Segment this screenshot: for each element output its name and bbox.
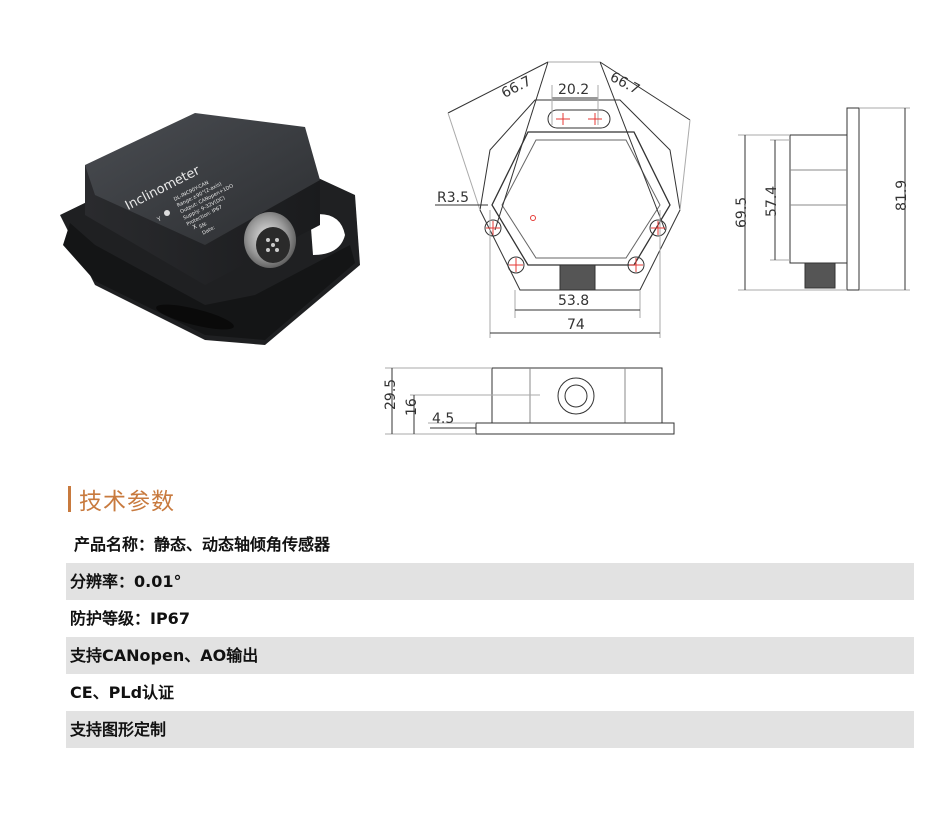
product-label-sn: SN: <box>198 221 209 230</box>
title-accent-bar <box>68 486 71 512</box>
dim-69-5: 69.5 <box>734 197 750 228</box>
axis-y-label: Y <box>155 215 163 224</box>
section-title-text: 技术参数 <box>79 489 175 515</box>
spec-row-customization: 支持图形定制 <box>66 711 914 748</box>
spec-row-product-name: 产品名称：静态、动态轴倾角传感器 <box>74 535 331 554</box>
dim-20-2: 20.2 <box>558 82 589 98</box>
section-title: 技术参数 <box>68 482 175 516</box>
dim-4-5: 4.5 <box>432 411 454 427</box>
axis-x-label: X <box>191 223 198 231</box>
spec-row-protection: 防护等级：IP67 <box>70 609 190 628</box>
dim-53-8: 53.8 <box>558 293 589 309</box>
spec-row-output: 支持CANopen、AO输出 <box>66 637 914 674</box>
dim-16: 16 <box>404 398 420 416</box>
spec-row-resolution: 分辨率：0.01° <box>66 563 914 600</box>
level-dot-icon <box>164 210 170 216</box>
dim-74: 74 <box>567 317 585 333</box>
front-view-plate <box>475 422 675 435</box>
dim-57-4: 57.4 <box>764 186 780 217</box>
dim-r3-5: R3.5 <box>437 190 469 206</box>
product-figure: Inclinometer DL-INC90Y-CAN Range:±90°(2-… <box>60 61 910 435</box>
dim-66-7-left: 66.7 <box>499 73 534 101</box>
dim-29-5: 29.5 <box>383 379 399 410</box>
dim-81-9: 81.9 <box>894 180 910 211</box>
top-view-hexagon <box>491 131 671 266</box>
product-label-date: Date: <box>201 225 216 237</box>
spec-row-certification: CE、PLd认证 <box>70 683 175 702</box>
side-view-body <box>789 134 848 264</box>
spec-list: 产品名称：静态、动态轴倾角传感器 分辨率：0.01° 防护等级：IP67 支持C… <box>66 526 914 748</box>
technical-drawing: 66.7 20.2 66.7 R3.5 53.8 74 69.5 57.4 81… <box>383 61 910 435</box>
side-view-plate <box>846 107 860 291</box>
product-photo: Inclinometer DL-INC90Y-CAN Range:±90°(2-… <box>60 113 360 345</box>
